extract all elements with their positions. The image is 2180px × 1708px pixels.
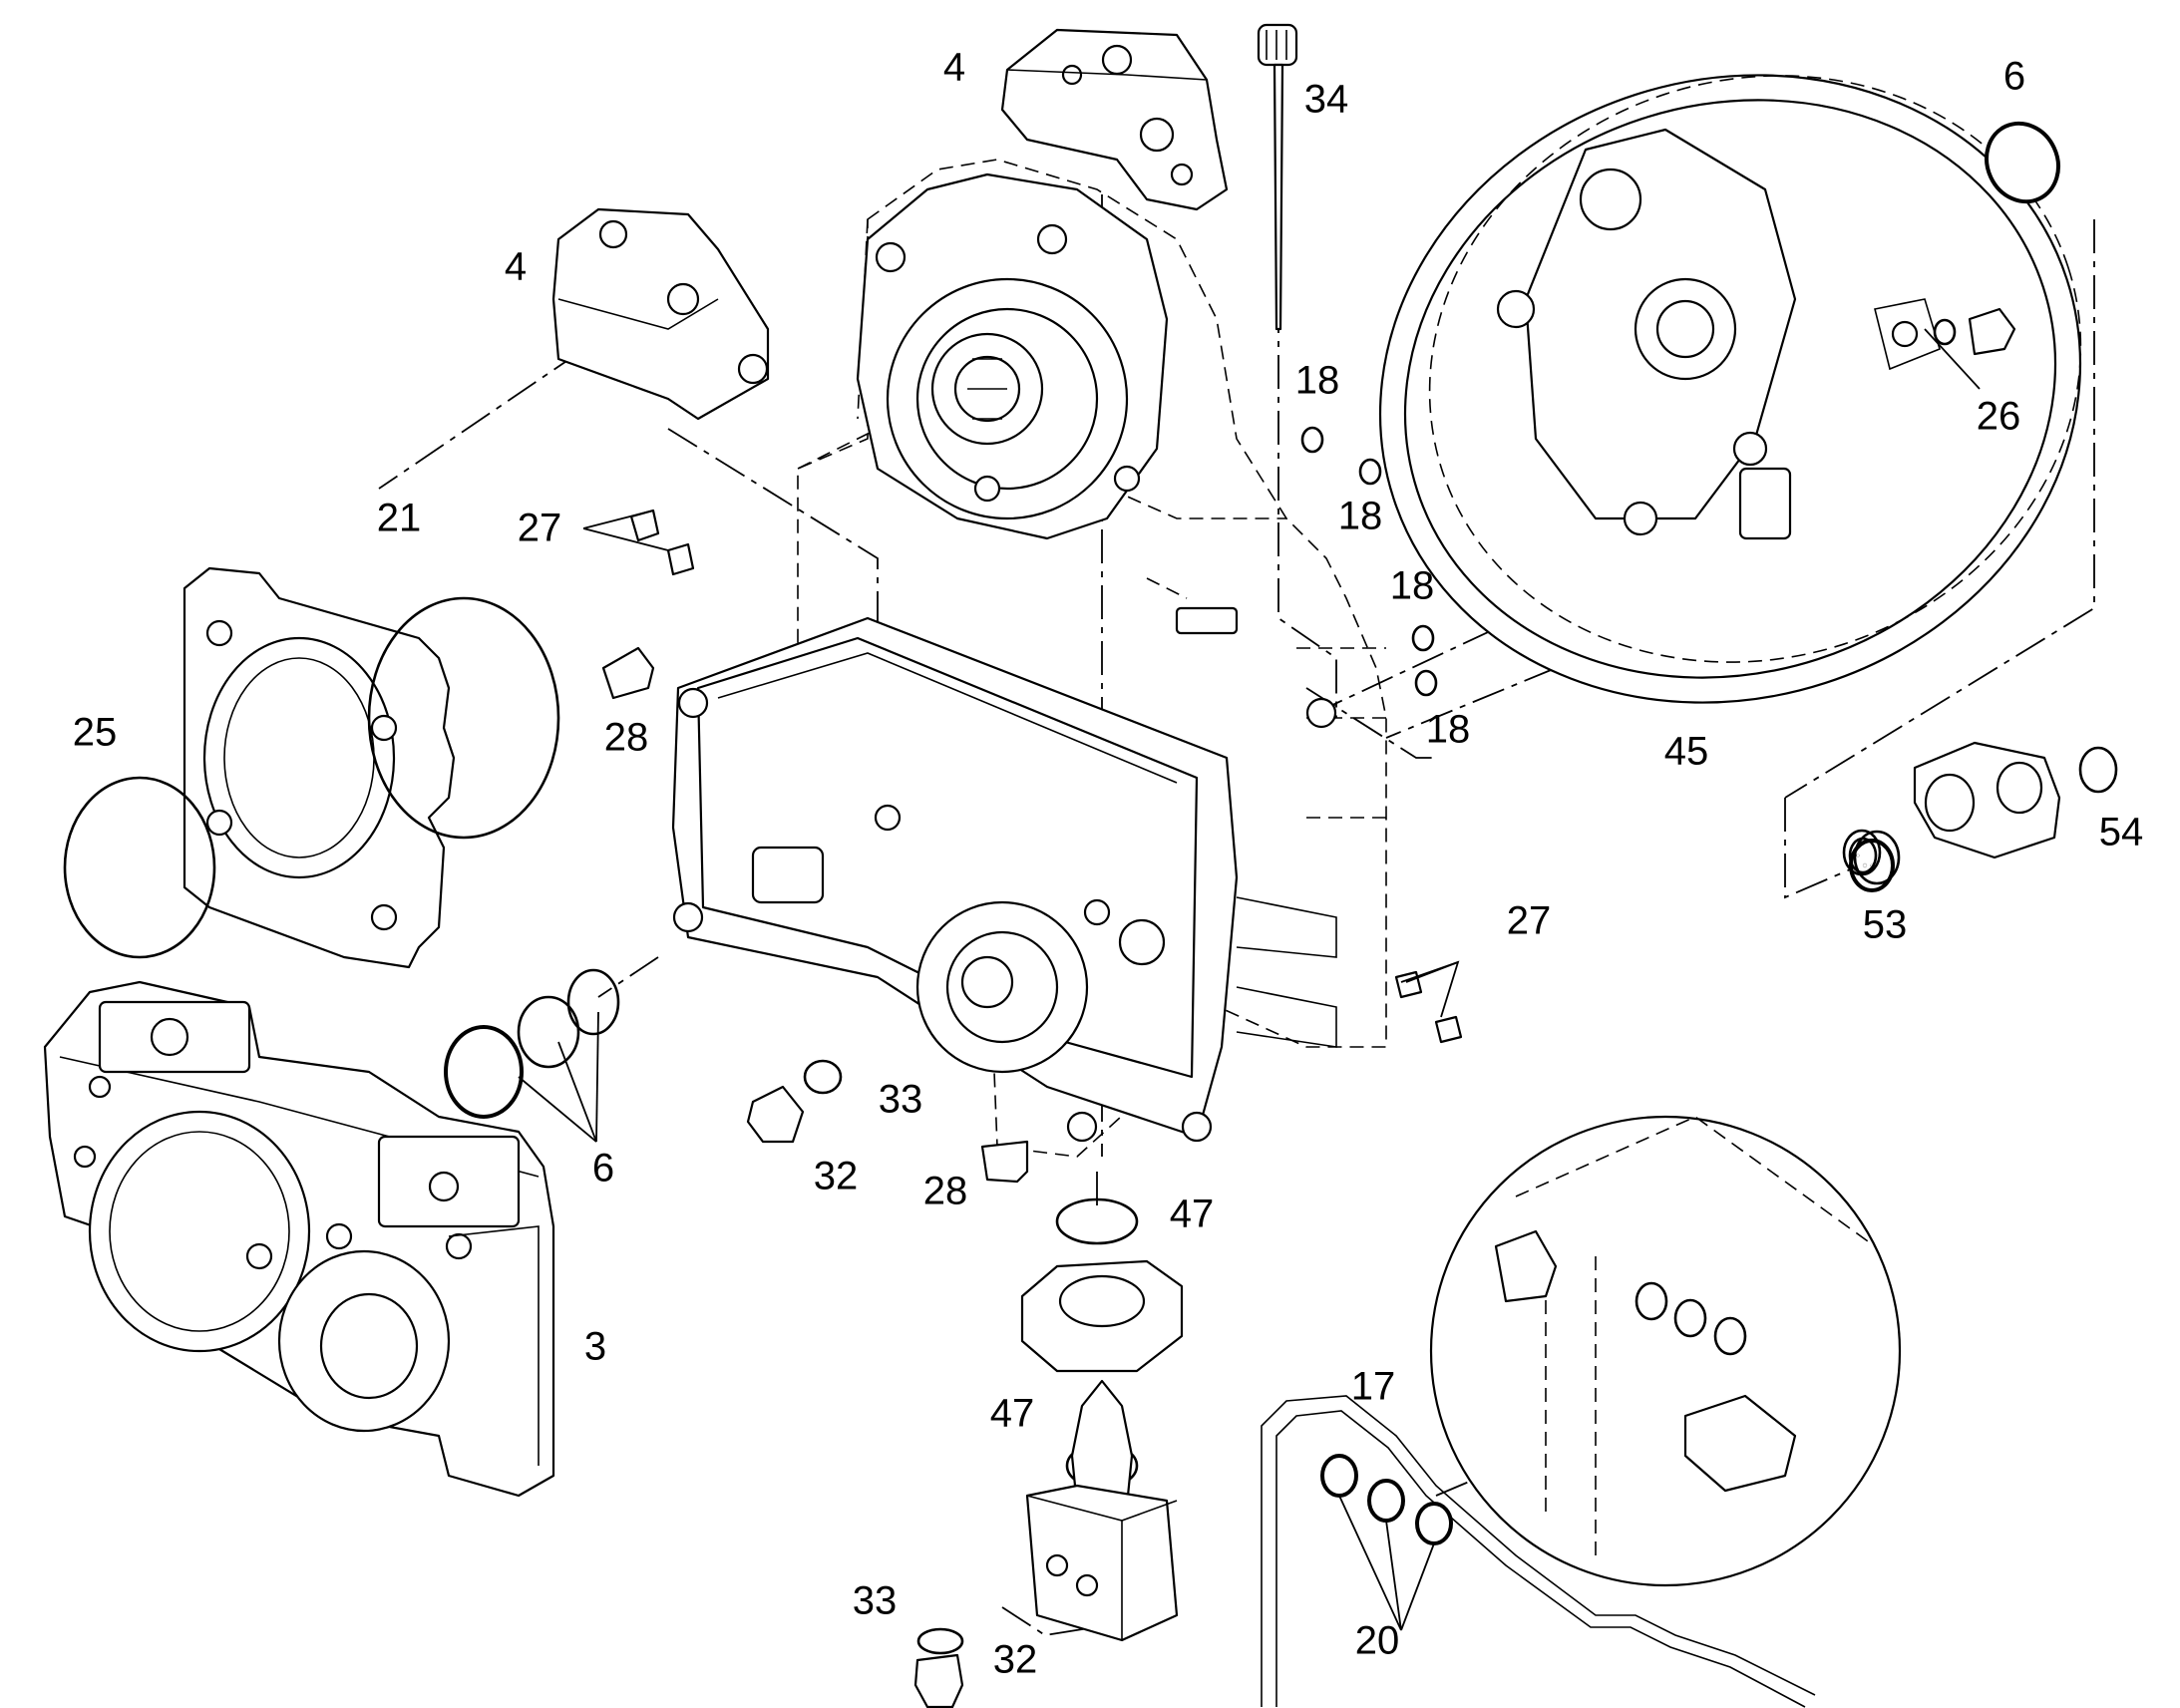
shaft-seal-6-left [444,1025,524,1119]
callout-label: 54 [2099,811,2144,854]
callout-label: 47 [1170,1193,1215,1236]
callout-label: 25 [73,711,118,755]
adapter-flange [182,566,456,969]
filter-assembly [1020,1259,1184,1642]
callout-label: 6 [2003,55,2025,99]
callout-label: 34 [1304,78,1349,122]
callout-label: 47 [990,1392,1035,1436]
bell-housing [1378,74,2082,704]
plug-28-top [601,646,655,700]
seals-and-fittings [63,121,2060,1245]
o-ring-25 [63,776,216,959]
callout-label: 32 [814,1155,859,1198]
callout-label: 6 [592,1147,614,1191]
callout-label: 27 [1507,899,1552,943]
callout-label: 21 [377,497,422,540]
callout-label: 18 [1295,359,1340,403]
callout-label: 28 [604,716,649,760]
control-valve-left [551,207,770,421]
callout-label: 33 [879,1078,923,1122]
shaft-seal-6-right [1985,121,2060,204]
callout-label: 45 [1664,730,1709,774]
front-gear-housing [856,172,1169,540]
callout-label: 17 [1351,1365,1396,1409]
plug-28-bottom [980,1140,1029,1184]
main-gearbox-casing [671,606,1337,1143]
rear-pump-housing [43,980,555,1498]
callout-label: 4 [943,46,965,90]
fitting-26 [1968,307,2016,356]
callout-label: 27 [518,507,562,550]
callout-label: 18 [1338,495,1383,538]
control-valve-top [1000,28,1229,211]
callout-label: 26 [1977,395,2021,439]
filter-adapter-block [1853,741,2118,885]
callout-label: 4 [505,245,527,289]
detail-view [1261,1115,1902,1708]
bottom-plug [913,1627,964,1708]
o-ring-21 [367,596,560,840]
leader-lines [518,328,1981,1631]
callout-label: 28 [923,1170,968,1213]
callout-labels: 4 4 34 6 18 18 18 18 26 21 27 27 25 28 2… [73,46,2144,1682]
plug-32-top [746,1085,805,1144]
callout-label: 33 [853,1579,898,1623]
dipstick [1257,23,1298,331]
callout-label: 18 [1426,708,1471,752]
callout-label: 3 [584,1325,606,1369]
callout-label: 20 [1355,1619,1400,1663]
callout-label: 53 [1863,903,1908,947]
callout-label: 32 [993,1638,1038,1682]
callout-label: 18 [1390,564,1435,608]
